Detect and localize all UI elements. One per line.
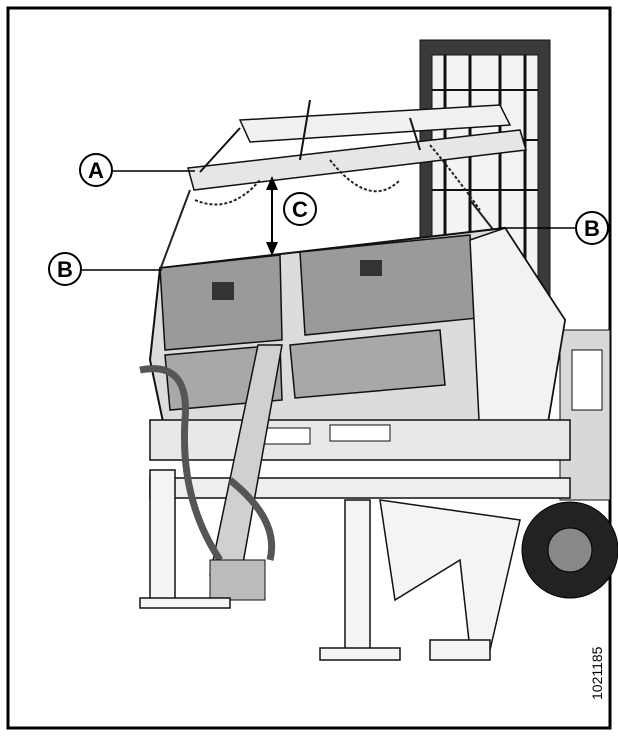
sling-left [159,189,191,271]
clearance-arrow [266,176,278,256]
callout-b-left: B [57,257,73,282]
callout-b-left-circle [48,252,82,286]
callout-c: C [292,197,308,222]
figure-number: 1021185 [589,646,605,700]
callout-c-circle [283,192,317,226]
shipping-stands [139,469,521,661]
sling-right [469,199,496,233]
spreader-bar [187,99,527,211]
callout-b-right-circle [575,211,609,245]
callout-a-circle [79,153,113,187]
hydraulic-arm [139,344,283,601]
callout-b-right: B [584,216,600,241]
callout-a: A [88,158,104,183]
machine-body [148,226,571,499]
